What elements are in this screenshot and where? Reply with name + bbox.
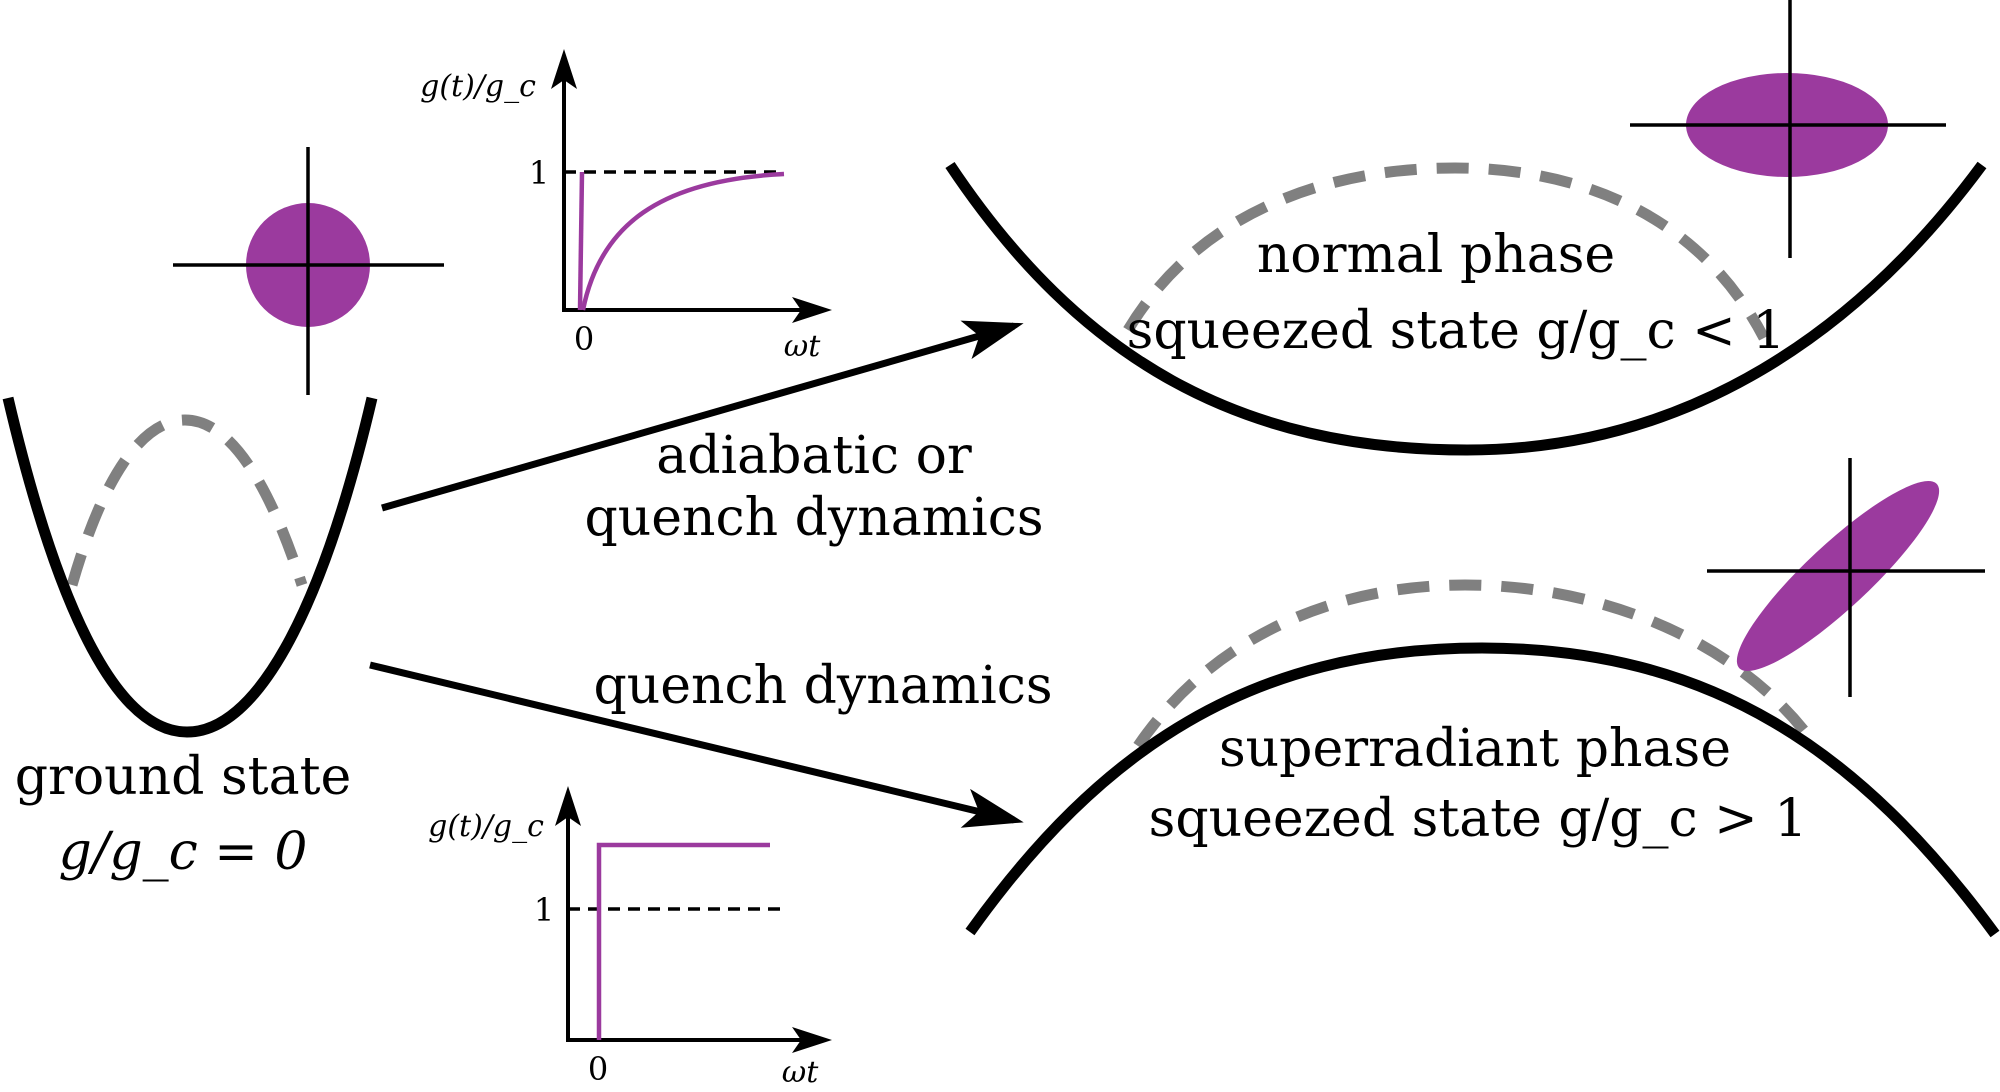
- inset-top-ylabel: g(t)/g_c: [420, 69, 536, 104]
- superradiant-potential-barrier: [965, 642, 2000, 938]
- upper-transition-arrow: [381, 320, 1024, 512]
- inset-top-ytick: 1: [529, 154, 549, 192]
- normal-dashed-potential: [1123, 162, 1769, 341]
- ground-label-line2: g/g_c = 0: [59, 822, 308, 882]
- ground-state-panel: ground state g/g_c = 0: [2, 147, 444, 882]
- lower-arrow-label: quench dynamics: [593, 656, 1052, 716]
- inset-top-adiabatic-curve: [580, 171, 785, 311]
- normal-wigner-crosshair: [1630, 0, 1946, 258]
- superradiant-label-line1: superradiant phase: [1219, 719, 1731, 779]
- inset-bottom-quench-curve: [596, 842, 770, 1040]
- superradiant-dashed-potential: [1133, 579, 1820, 750]
- superradiant-wigner-crosshair: [1707, 458, 1985, 697]
- normal-phase-panel: normal phase squeezed state g/g_c < 1: [945, 0, 1987, 456]
- transition-arrows: adiabatic or quench dynamics quench dyna…: [369, 320, 1053, 828]
- normal-potential-well: [945, 161, 1987, 456]
- inset-bottom-ytick: 1: [534, 891, 554, 929]
- superradiant-label-line2: squeezed state g/g_c > 1: [1149, 789, 1808, 849]
- inset-top-quench-curve: [577, 171, 585, 311]
- inset-top-xlabel: ωt: [784, 329, 821, 364]
- upper-arrow-label-line1: adiabatic or: [656, 426, 972, 486]
- inset-bottom-xtick: 0: [588, 1050, 608, 1087]
- inset-top-xtick: 0: [574, 320, 594, 358]
- normal-label-line2: squeezed state g/g_c < 1: [1127, 301, 1786, 361]
- ground-label-line1: ground state: [15, 747, 352, 807]
- lower-transition-arrow: [369, 661, 1024, 828]
- ground-potential-well: [2, 396, 378, 738]
- normal-label-line1: normal phase: [1257, 225, 1615, 285]
- inset-top-plot: g(t)/g_c 1 0 ωt: [420, 49, 832, 364]
- inset-bottom-plot: g(t)/g_c 1 0 ωt: [428, 786, 832, 1090]
- upper-arrow-label-line2: quench dynamics: [584, 488, 1043, 548]
- ground-wigner-crosshair: [173, 147, 444, 395]
- inset-bottom-xlabel: ωt: [782, 1055, 819, 1087]
- superradiant-phase-panel: superradiant phase squeezed state g/g_c …: [965, 458, 2000, 938]
- inset-bottom-ylabel: g(t)/g_c: [428, 809, 544, 844]
- superradiant-squeezed-ellipse: [1736, 481, 1940, 671]
- ground-dashed-potential: [66, 414, 308, 587]
